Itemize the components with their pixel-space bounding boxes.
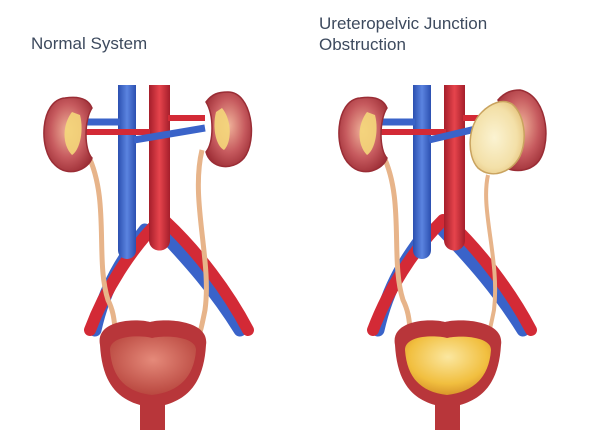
aorta-2 [444,85,465,251]
right-iliac-vein [153,223,247,337]
dilated-renal-pelvis [469,100,525,175]
normal-system-diagram [43,85,254,430]
hydronephrotic-kidney [469,89,547,175]
left-kidney-2 [338,96,388,173]
title-upj-obstruction: Ureteropelvic Junction Obstruction [319,13,579,55]
vena-cava-2 [413,85,431,259]
vena-cava [118,85,136,259]
right-iliac-artery [160,216,254,336]
upj-obstruction-diagram [338,85,547,430]
right-ureter [193,149,209,344]
left-kidney [43,96,93,173]
title-normal-system: Normal System [31,34,148,53]
right-kidney [205,91,253,168]
urine-filled-bladder [394,320,502,430]
normal-bladder [99,320,207,430]
right-renal-vein [133,124,206,144]
aorta [149,85,170,251]
title-upj-line1: Ureteropelvic Junction [319,14,488,33]
title-upj-line2: Obstruction [319,35,406,54]
left-iliac-artery-2 [367,214,449,336]
